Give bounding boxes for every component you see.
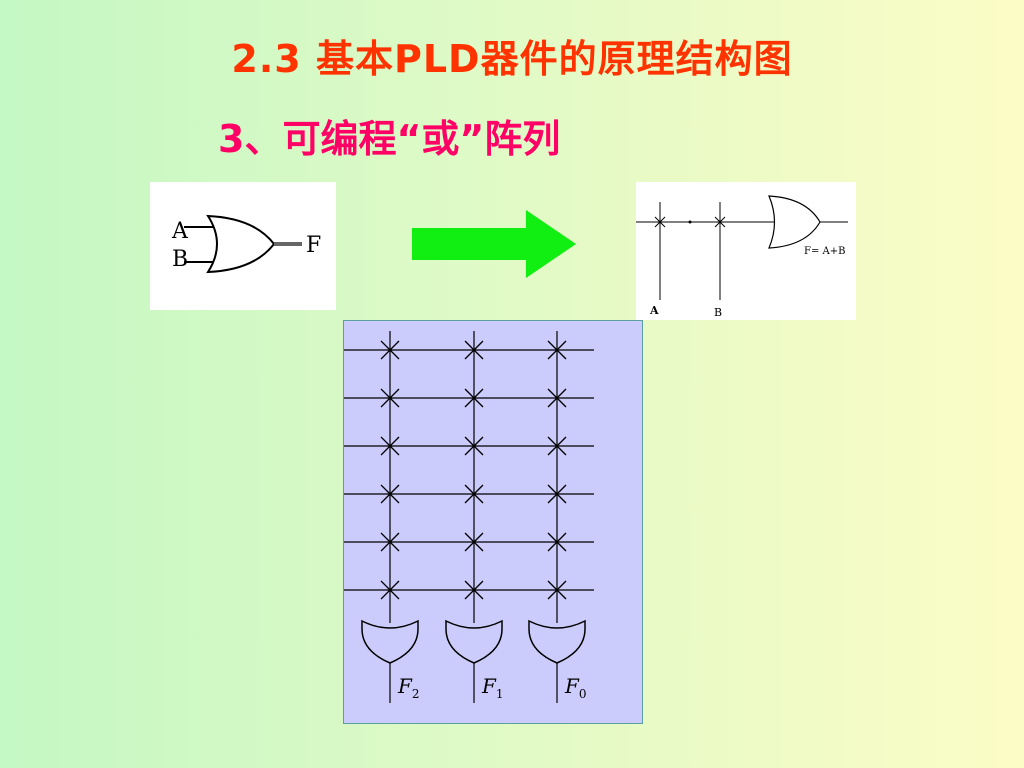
programmable-connection-b-1-0	[464, 340, 484, 360]
output-label-2: F0	[564, 674, 587, 701]
wired-input-b-label: B	[714, 306, 722, 319]
or-gate-2	[528, 619, 586, 664]
programmable-connection-b-2-0	[547, 340, 567, 360]
gate-input-a-label: A	[171, 219, 189, 244]
wired-cross-a	[654, 216, 666, 228]
programmable-connection-b-0-0	[380, 340, 400, 360]
programmable-connection-b-0-5	[380, 580, 400, 600]
wired-input-a-label: A	[649, 304, 659, 317]
wired-cross-b	[714, 216, 726, 228]
wired-expression-label: F= A+B	[804, 246, 845, 257]
programmable-connection-b-0-3	[380, 484, 400, 504]
programmable-connection-b-2-4	[547, 532, 567, 552]
wired-or-gate-diagram: A B F= A+B	[636, 195, 848, 319]
gate-output-label: F	[306, 233, 321, 258]
section-subtitle: 3、可编程“或”阵列	[218, 117, 561, 161]
programmable-connection-b-0-1	[380, 388, 400, 408]
wired-or-gate-panel: A B F= A+B	[636, 182, 856, 320]
programmable-connection-b-1-4	[464, 532, 484, 552]
output-subscript-2: 0	[579, 687, 587, 701]
wired-dot	[688, 220, 692, 224]
programmable-connection-b-2-5	[547, 580, 567, 600]
programmable-connection-b-2-1	[547, 388, 567, 408]
or-array-diagram: F2 F1 F0	[344, 331, 594, 703]
programmable-connection-b-1-2	[464, 436, 484, 456]
programmable-or-array: F2 F1 F0	[343, 320, 643, 724]
wired-or-gate-body	[768, 195, 821, 249]
page-title: 2.3 基本PLD器件的原理结构图	[231, 37, 793, 81]
or-gate-symbol-panel: A B F	[150, 182, 336, 310]
output-label-0: F2	[397, 674, 420, 701]
or-gate-body	[206, 214, 276, 274]
programmable-connection-b-1-5	[464, 580, 484, 600]
arrow-shape	[412, 210, 576, 278]
output-subscript-1: 1	[496, 687, 504, 701]
programmable-connection-b-1-3	[464, 484, 484, 504]
or-gate-1	[445, 619, 503, 664]
right-arrow-icon	[412, 210, 576, 278]
programmable-connection-b-0-4	[380, 532, 400, 552]
or-gate-0	[361, 619, 419, 664]
programmable-connection-b-2-2	[547, 436, 567, 456]
or-gate-symbol-diagram: A B F	[171, 214, 321, 274]
output-subscript-0: 2	[412, 687, 420, 701]
programmable-connection-b-2-3	[547, 484, 567, 504]
gate-input-b-label: B	[172, 247, 188, 272]
programmable-connection-b-1-1	[464, 388, 484, 408]
programmable-connection-b-0-2	[380, 436, 400, 456]
output-label-1: F1	[481, 674, 504, 701]
